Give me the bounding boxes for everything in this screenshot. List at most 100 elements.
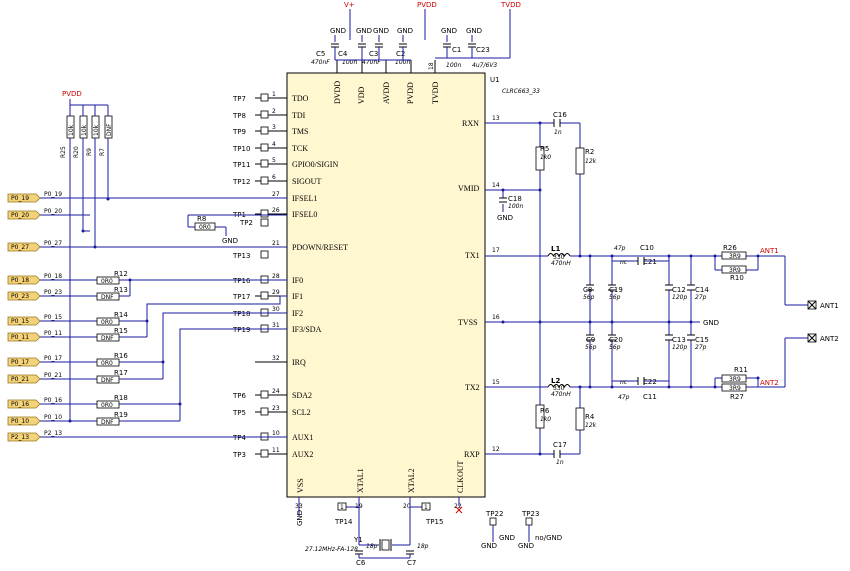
svg-text:TCK: TCK [292,144,308,153]
ic-part: CLRC663_33 [502,88,540,95]
svg-text:R6: R6 [540,407,550,415]
svg-text:AUX1: AUX1 [292,433,313,442]
svg-text:GND: GND [466,27,482,35]
svg-text:C10: C10 [640,244,654,252]
svg-text:47p: 47p [618,394,630,401]
svg-text:P0_21: P0_21 [44,372,62,379]
svg-text:DNF: DNF [101,294,114,301]
svg-text:ANT2: ANT2 [760,379,779,387]
svg-text:L1: L1 [551,245,560,253]
svg-text:P0_19: P0_19 [11,195,29,202]
svg-text:17: 17 [492,247,500,254]
svg-text:0R0: 0R0 [101,319,113,326]
svg-text:R17: R17 [114,369,128,377]
svg-text:GND: GND [397,27,413,35]
svg-text:P0_17: P0_17 [44,355,62,362]
svg-text:0R0: 0R0 [199,224,211,231]
svg-text:28: 28 [272,273,280,280]
svg-text:27.12MHz-FA-128: 27.12MHz-FA-128 [305,546,358,553]
svg-text:11: 11 [272,447,280,454]
svg-text:RXP: RXP [464,450,480,459]
svg-text:27p: 27p [695,294,707,301]
svg-text:TVDD: TVDD [431,82,440,104]
svg-text:nc: nc [620,379,628,386]
svg-text:0R0: 0R0 [101,278,113,285]
svg-text:2: 2 [272,108,276,115]
svg-text:3R9: 3R9 [729,253,741,260]
svg-text:18p: 18p [417,543,429,550]
series-resistor-group: 0R0R12DNFR130R0R14DNFR150R0R16DNFR170R0R… [70,270,287,426]
svg-text:100n: 100n [342,59,357,66]
svg-text:56p: 56p [583,294,595,301]
svg-text:P0_18: P0_18 [11,277,29,284]
svg-text:C9: C9 [586,336,595,344]
svg-text:TP4: TP4 [232,434,246,442]
svg-text:SDA2: SDA2 [292,391,312,400]
svg-text:30: 30 [272,306,280,313]
svg-text:TP18: TP18 [232,310,250,318]
svg-text:R10: R10 [730,274,744,282]
svg-text:10k: 10k [93,124,100,136]
svg-text:TVSS: TVSS [458,318,478,327]
left-pin-10: TP13 [232,250,269,260]
svg-text:DVDD: DVDD [333,81,342,104]
svg-text:TP13: TP13 [232,252,250,260]
svg-text:C11: C11 [643,393,657,401]
svg-text:15: 15 [492,379,500,386]
svg-text:P0_23: P0_23 [44,289,62,296]
svg-text:GND: GND [703,319,719,327]
svg-text:16: 16 [492,314,500,321]
svg-text:P0_11: P0_11 [11,334,29,341]
r8: R8 0R0 GND [187,214,287,245]
svg-text:V+: V+ [344,1,355,9]
svg-text:23: 23 [272,405,280,412]
svg-text:TP9: TP9 [232,128,246,136]
svg-text:IFSEL1: IFSEL1 [292,194,317,203]
svg-text:TP16: TP16 [232,277,251,285]
svg-text:GND: GND [373,27,389,35]
svg-text:TX1: TX1 [465,251,480,260]
svg-text:18: 18 [428,62,435,70]
svg-text:GND: GND [481,542,497,550]
svg-text:4u7/6V3: 4u7/6V3 [472,62,497,69]
svg-text:DNF: DNF [101,335,114,342]
svg-text:P0_20: P0_20 [11,212,29,219]
svg-text:C22: C22 [643,378,657,386]
svg-text:1k0: 1k0 [540,416,551,423]
svg-text:ANT2: ANT2 [820,335,839,343]
svg-text:IF2: IF2 [292,309,303,318]
svg-text:C13: C13 [672,336,686,344]
svg-text:C20: C20 [609,336,623,344]
svg-text:0R0: 0R0 [101,360,113,367]
svg-text:GND: GND [497,214,513,222]
svg-text:DNF: DNF [106,123,113,136]
svg-text:470nF: 470nF [311,59,330,66]
svg-text:R16: R16 [114,352,128,360]
svg-text:R15: R15 [114,327,128,335]
ic-body [286,72,486,498]
test-points-gnd: TP22 GND GND TP23 no/GND GND [481,510,562,550]
svg-text:14: 14 [492,182,500,189]
tp2: TP2 [239,218,269,227]
svg-text:RXN: RXN [462,119,479,128]
svg-text:P0_10: P0_10 [11,418,29,425]
svg-text:26: 26 [272,207,280,214]
svg-text:R4: R4 [585,413,595,421]
svg-text:TP22: TP22 [485,510,503,518]
svg-text:1: 1 [424,504,428,511]
svg-text:24: 24 [272,388,280,395]
svg-text:1: 1 [340,504,344,511]
svg-text:AVDD: AVDD [382,82,391,104]
svg-text:GND: GND [441,27,457,35]
svg-text:470nH: 470nH [551,260,571,267]
